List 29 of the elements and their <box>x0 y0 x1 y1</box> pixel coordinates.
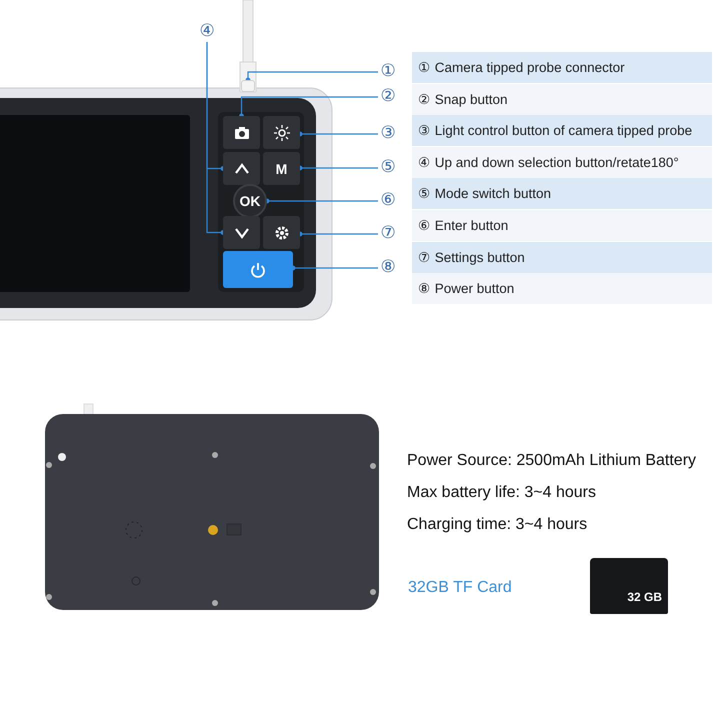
settings-button <box>263 216 300 249</box>
mode-button: M <box>263 152 300 185</box>
light-button <box>263 116 300 149</box>
description-row: ⑥ Enter button <box>412 210 712 241</box>
power-button <box>223 251 293 288</box>
probe-connector <box>241 80 255 92</box>
description-row: ⑦ Settings button <box>412 242 712 273</box>
leader-line <box>298 166 378 170</box>
down-button <box>223 216 260 249</box>
up-button <box>223 152 260 185</box>
leader-line <box>290 266 378 270</box>
leader-line <box>239 96 378 118</box>
description-row: ④ Up and down selection button/retate180° <box>412 146 712 178</box>
leader-line <box>298 232 378 236</box>
description-row: ⑤ Mode switch button <box>412 178 712 210</box>
leader-line <box>206 42 226 235</box>
leader-line <box>298 132 378 136</box>
leader-line <box>264 198 378 204</box>
description-row: ③ Light control button of camera tipped probe <box>412 115 712 146</box>
spec-text: Max battery life: 3~4 hours <box>407 484 596 502</box>
card-capacity-text: 32 GB <box>627 590 662 604</box>
spec-text: Charging time: 3~4 hours <box>407 516 588 534</box>
description-row: ② Snap button <box>412 84 712 115</box>
description-row: ⑧ Power button <box>412 273 712 304</box>
snap-button <box>223 116 260 149</box>
description-row: ① Camera tipped probe connector <box>412 52 712 83</box>
leader-line <box>246 71 378 82</box>
card-caption: 32GB TF Card <box>408 579 512 597</box>
spec-text: Power Source: 2500mAh Lithium Battery <box>407 452 696 470</box>
